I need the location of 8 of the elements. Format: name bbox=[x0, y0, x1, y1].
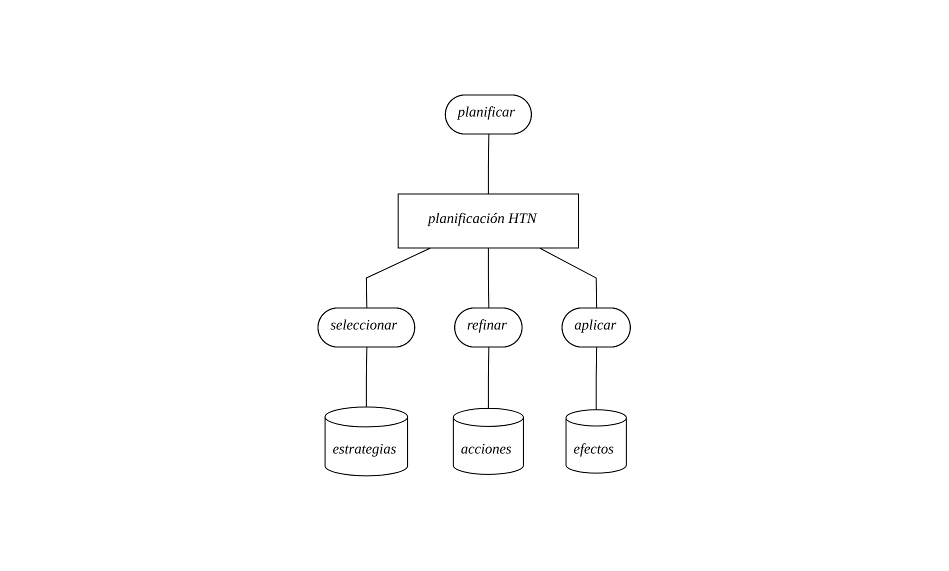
connector bbox=[488, 347, 490, 410]
connector bbox=[488, 134, 490, 195]
node-box: planificación HTN bbox=[398, 194, 580, 249]
connector bbox=[596, 347, 598, 410]
connector bbox=[539, 248, 598, 310]
connector bbox=[366, 347, 368, 408]
connector bbox=[366, 248, 432, 310]
connector bbox=[488, 248, 490, 310]
